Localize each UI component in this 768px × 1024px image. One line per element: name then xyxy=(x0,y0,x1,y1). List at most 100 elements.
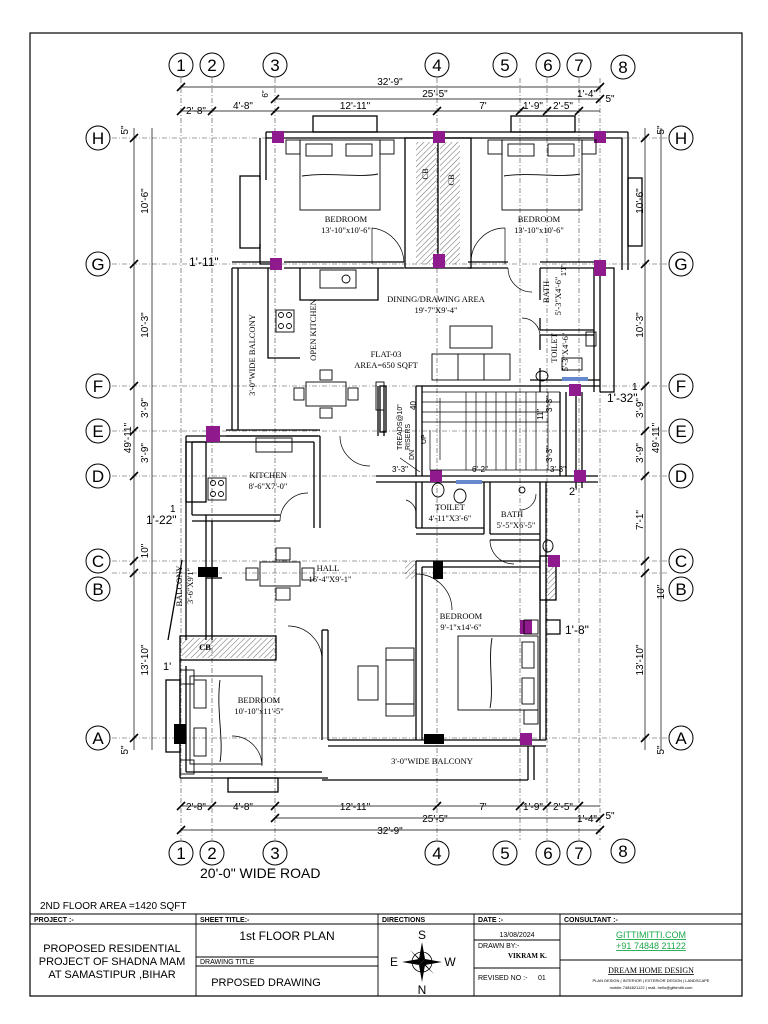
grid-col-label: 4 xyxy=(432,56,441,75)
grid-bubbles-left: H G F E D C B A xyxy=(85,125,111,751)
wardrobe-label: CB xyxy=(199,642,211,652)
dim-text: 1'-8" xyxy=(565,623,589,637)
room-name: OPEN KITCHEN xyxy=(308,299,318,361)
dim-text: 1 xyxy=(170,504,176,515)
flat-label: FLAT-03 xyxy=(371,349,402,359)
dim-text: 3'-9" xyxy=(635,398,646,418)
grid-row-label: D xyxy=(675,467,687,486)
staircase xyxy=(399,391,560,473)
wardrobe-label: CB xyxy=(446,174,456,186)
wardrobe-hatch xyxy=(182,638,274,658)
stair-count: 40 xyxy=(409,401,418,410)
left-dimensions: 5" 10'-6" 10'-3" 3'-9" 49'-11" 3'-9" 10"… xyxy=(120,125,151,755)
dim-text: 10" xyxy=(140,543,151,558)
dim-text: 2'-5" xyxy=(553,101,573,112)
right-dimensions: 5" 10'-6" 10'-3" 3'-9" 49'-11" 3'-9" 7'-… xyxy=(635,125,667,755)
dim-text: 1'-4" xyxy=(577,814,597,825)
wardrobe-label: CB xyxy=(420,168,430,180)
room-name: BEDROOM xyxy=(440,611,483,621)
compass-s: S xyxy=(418,928,426,942)
consultant-label: CONSULTANT :- xyxy=(564,917,618,924)
grid-col-label: 4 xyxy=(432,844,441,863)
wardrobe-hatch xyxy=(416,142,436,264)
grid-col-label: 8 xyxy=(618,58,627,77)
dim-text: 10'-3" xyxy=(140,312,151,338)
grid-lines xyxy=(112,78,668,840)
drawing-title-label: DRAWING TITLE xyxy=(200,959,255,966)
room-size: 10'-10"x11'-5" xyxy=(234,706,283,716)
drawn-by-label: DRAWN BY:- xyxy=(478,943,520,950)
dim-text: 1'-11" xyxy=(189,255,219,269)
grid-col-label: 1 xyxy=(176,56,185,75)
room-size: 5'-3"X4'-6" xyxy=(560,333,570,372)
grid-row-label: A xyxy=(675,729,687,748)
dim-text: 12'-11" xyxy=(340,802,371,813)
grid-col-label: 2 xyxy=(207,844,216,863)
room-labels: BEDROOM 13'-10"x10'-6" BEDROOM 13'-10"x1… xyxy=(174,168,570,766)
consultant-contact: mobile-7484821122 | mail- hello@gittimit… xyxy=(610,985,694,990)
grid-row-label: F xyxy=(676,377,686,396)
grid-row-label: C xyxy=(92,552,104,571)
dim-text: 3'-9" xyxy=(140,443,151,463)
room-size: 3'-6"X9'1" xyxy=(185,568,195,604)
room-name: HALL xyxy=(317,563,340,573)
area-label: AREA=650 SQFT xyxy=(354,360,418,370)
room-name: BEDROOM xyxy=(518,214,561,224)
room-size: 8'-6"X7'-0" xyxy=(249,481,288,491)
dim-text: 1'1" xyxy=(561,264,568,276)
dim-text: 1'-9" xyxy=(523,101,543,112)
dim-text: 13'-10" xyxy=(635,644,646,675)
dim-text: 2'-5" xyxy=(553,802,573,813)
dim-text: 5" xyxy=(656,745,667,755)
consultant-services: PLAN DESIGN | INTERIOR | EXTERIOR DESIGN… xyxy=(593,978,710,983)
room-name: 3'-0"WIDE BALCONY xyxy=(247,314,257,396)
directions-label: DIRECTIONS xyxy=(382,917,426,924)
dim-text: 4'-8" xyxy=(233,802,253,813)
grid-col-label: 7 xyxy=(574,844,583,863)
room-name: BEDROOM xyxy=(325,214,368,224)
sheet-title-label: SHEET TITLE:- xyxy=(200,917,250,924)
dim-text: 2'-8" xyxy=(186,802,206,813)
grid-col-label: 5 xyxy=(500,56,509,75)
sheet-border xyxy=(29,32,743,997)
room-name: DINING/DRAWING AREA xyxy=(387,294,486,304)
dim-text: 3'-9" xyxy=(140,398,151,418)
room-name: BALCONY xyxy=(174,565,184,606)
grid-row-label: H xyxy=(92,129,104,148)
dim-text: 7'-1" xyxy=(635,510,646,530)
grid-bubbles-bottom: 1 2 3 4 5 6 7 8 xyxy=(168,838,636,866)
dim-text: 49'-11" xyxy=(651,422,662,453)
title-block-frame xyxy=(30,913,742,996)
grid-col-label: 6 xyxy=(543,56,552,75)
room-size: 5'-5"X6'-5" xyxy=(497,520,536,530)
glass-panels xyxy=(456,377,588,484)
date-block: 13/08/2024 VIKRAM K. 01 xyxy=(499,932,547,982)
floor-area-label: 2ND FLOOR AREA =1420 SQFT xyxy=(40,901,186,912)
grid-col-label: 6 xyxy=(543,844,552,863)
grid-row-label: A xyxy=(92,729,104,748)
dim-text: 5" xyxy=(120,125,131,135)
grid-row-label: B xyxy=(92,580,103,599)
grid-row-label: F xyxy=(93,377,103,396)
drawing-title: PRPOSED DRAWING xyxy=(211,977,321,989)
grid-col-label: 7 xyxy=(574,56,583,75)
doors xyxy=(231,227,541,767)
room-name: TOILET xyxy=(549,332,559,362)
grid-bubbles-right: H G F E D C B A xyxy=(668,125,694,751)
room-name: BATH xyxy=(541,281,551,303)
revised-value: 01 xyxy=(538,975,546,982)
compass-icon xyxy=(402,942,442,982)
room-name: TOILET xyxy=(435,502,465,512)
title-block-labels: PROJECT :- SHEET TITLE:- DIRECTIONS DATE… xyxy=(34,917,618,982)
room-size: 16'-4"X9'-1" xyxy=(308,574,351,584)
dim-text: 5" xyxy=(605,94,615,105)
room-name: 3'-0"WIDE BALCONY xyxy=(391,756,473,766)
dim-text: 1'-22" xyxy=(146,513,177,527)
dim-text: 25'-5" xyxy=(422,814,448,825)
dim-text: 1'-9" xyxy=(523,802,543,813)
grid-col-label: 5 xyxy=(500,844,509,863)
dim-text: 7' xyxy=(479,101,487,112)
dim-text: 25'-5" xyxy=(422,89,448,100)
revised-label: REVISED NO :- xyxy=(478,975,528,982)
dim-text: 3'-3" xyxy=(545,396,554,412)
